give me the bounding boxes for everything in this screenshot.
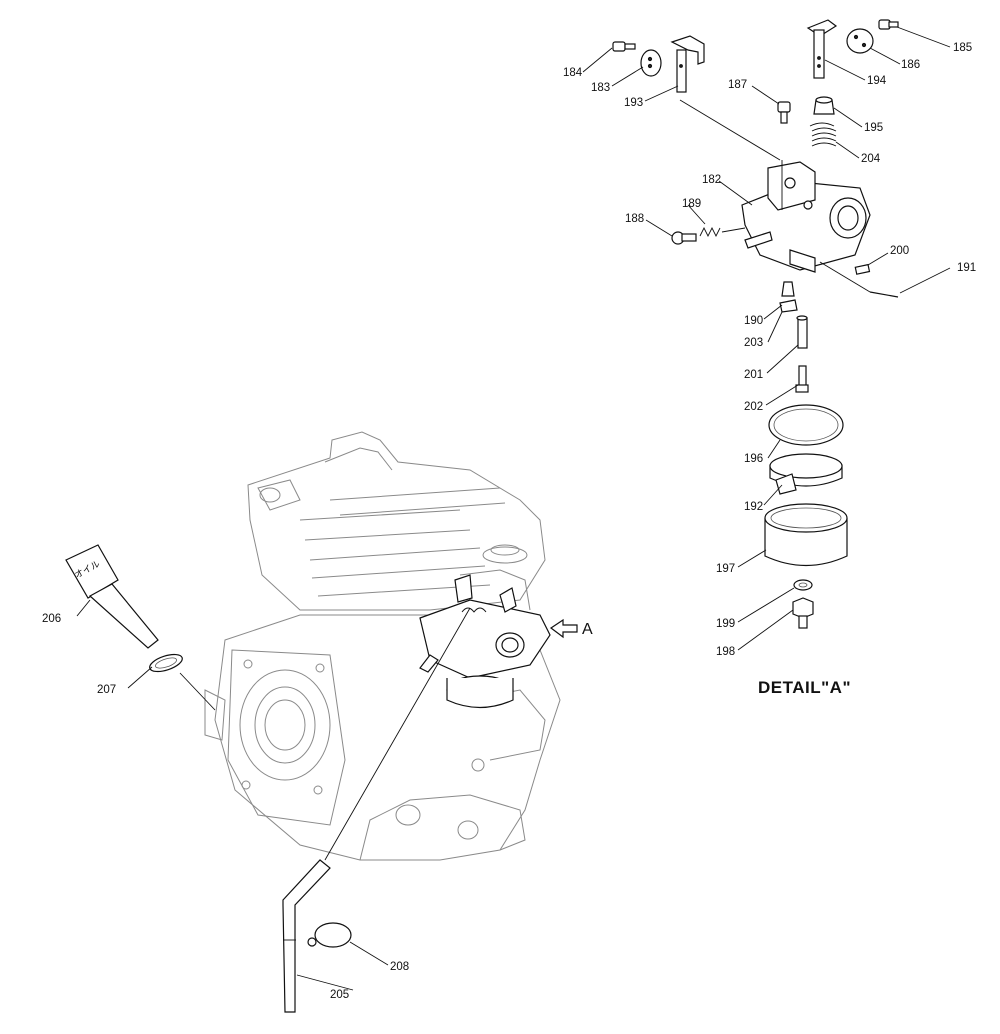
jet-190 — [781, 281, 795, 297]
label-182: 182 — [702, 174, 721, 186]
pin-191 — [869, 291, 899, 298]
label-207: 207 — [97, 684, 116, 696]
oring-207 — [149, 653, 183, 673]
label-200: 200 — [890, 245, 909, 257]
clip-208 — [307, 922, 352, 948]
bolt-198 — [792, 597, 814, 629]
label-195: 195 — [864, 122, 883, 134]
float-192 — [769, 453, 843, 495]
spring-204 — [809, 122, 837, 147]
detail-marker-label: A — [582, 621, 593, 638]
label-185: 185 — [953, 42, 972, 54]
label-183: 183 — [591, 82, 610, 94]
label-203: 203 — [744, 337, 763, 349]
spring-189 — [699, 226, 721, 238]
label-204: 204 — [861, 153, 881, 165]
label-187: 187 — [728, 79, 747, 91]
gasket-196 — [768, 404, 844, 446]
part-labels: 184 183 193 187 185 186 194 195 204 182 … — [42, 42, 976, 1001]
label-186: 186 — [901, 59, 920, 71]
screw-184 — [612, 41, 636, 52]
label-194: 194 — [867, 75, 887, 87]
label-191: 191 — [957, 262, 976, 274]
screw-200 — [854, 263, 871, 275]
label-193: 193 — [624, 97, 643, 109]
label-199: 199 — [716, 618, 735, 630]
plate-186 — [846, 28, 874, 54]
engine-block — [204, 431, 561, 861]
label-205: 205 — [330, 989, 349, 1001]
tube-201 — [796, 315, 808, 349]
float-bowl-197 — [764, 503, 848, 567]
label-202: 202 — [744, 401, 763, 413]
detail-a-arrow — [549, 618, 578, 639]
label-197: 197 — [716, 563, 735, 575]
shaft-194 — [806, 19, 838, 79]
dipstick-206: オイル — [65, 544, 159, 649]
screw-185 — [878, 19, 899, 30]
shaft-193 — [670, 35, 705, 93]
label-208: 208 — [390, 961, 409, 973]
label-201: 201 — [744, 369, 763, 381]
plate-183 — [640, 49, 662, 77]
label-190: 190 — [744, 315, 763, 327]
cap-195 — [813, 96, 835, 115]
label-198: 198 — [716, 646, 735, 658]
hose-205 — [282, 859, 331, 1013]
label-206: 206 — [42, 613, 61, 625]
screw-188 — [671, 231, 697, 245]
label-192: 192 — [744, 501, 763, 513]
carburetor-on-engine — [419, 574, 551, 709]
clip-203 — [779, 299, 798, 313]
label-189: 189 — [682, 198, 701, 210]
detail-a-title: DETAIL"A" — [758, 678, 851, 697]
leader-lines — [76, 26, 951, 991]
label-196: 196 — [744, 453, 763, 465]
carburetor-body-182 — [741, 160, 871, 273]
screw-187 — [777, 101, 791, 124]
washer-199 — [793, 579, 813, 591]
label-184: 184 — [563, 67, 583, 79]
label-188: 188 — [625, 213, 644, 225]
screw-202 — [795, 365, 809, 393]
